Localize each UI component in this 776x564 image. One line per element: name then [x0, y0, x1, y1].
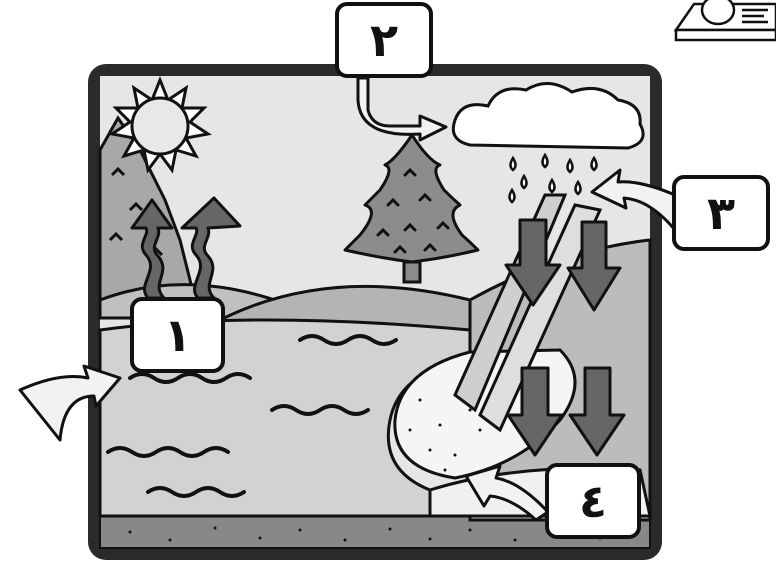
- stage-label-2-text: ٢: [370, 17, 398, 63]
- stage-label-3-text: ٣: [707, 190, 735, 236]
- stage-label-3: ٣: [672, 175, 770, 251]
- stage-label-4: ٤: [545, 463, 641, 539]
- book-icon: [676, 0, 776, 40]
- stage-label-1: ١: [130, 297, 225, 373]
- stage-label-1-text: ١: [163, 312, 191, 358]
- stage-label-4-text: ٤: [579, 478, 607, 524]
- stage-label-2: ٢: [335, 2, 433, 78]
